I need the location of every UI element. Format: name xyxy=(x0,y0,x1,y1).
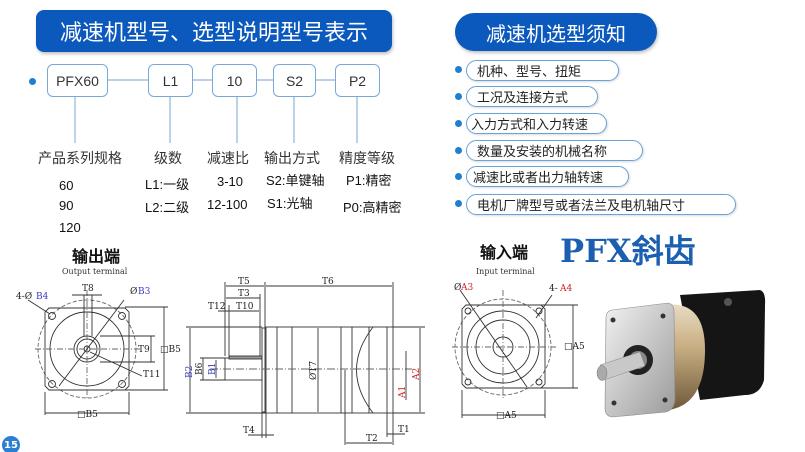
label-a5-right: □A5 xyxy=(564,342,585,352)
label-dia-prefix: Ø xyxy=(130,286,137,297)
selection-notes-banner: 减速机选型须知 xyxy=(455,13,657,51)
ratio-value: 12-100 xyxy=(207,197,248,212)
label-t1: T1 xyxy=(398,425,410,435)
output-view-title: 输出端 xyxy=(72,247,120,266)
side-view xyxy=(186,282,425,445)
gearbox-product-image xyxy=(596,290,766,418)
requirement-item: 数量及安装的机械名称 xyxy=(466,140,643,161)
label-b2: B2 xyxy=(185,366,195,378)
precision-value: P1:精密 xyxy=(346,173,392,188)
label-a4: A4 xyxy=(559,284,572,294)
label-a5-bottom: □A5 xyxy=(496,411,517,421)
label-t8: T8 xyxy=(82,284,94,294)
label-t11: T11 xyxy=(143,370,160,380)
input-view-subtitle: Input terminal xyxy=(476,267,535,276)
requirement-item: 入力方式和入力转速 xyxy=(466,113,607,134)
label-b6: B6 xyxy=(195,362,205,375)
label-a3-prefix: Ø xyxy=(454,282,461,293)
bullet-dot xyxy=(455,147,462,154)
bullet-dot xyxy=(455,120,462,127)
label-b4: B4 xyxy=(36,292,49,302)
output-value: S1:光轴 xyxy=(267,196,313,211)
category-series: 产品系列规格 xyxy=(38,151,122,167)
category-output: 输出方式 xyxy=(264,151,320,167)
banner-title: 减速机选型须知 xyxy=(486,21,626,46)
category-precision: 精度等级 xyxy=(339,151,395,167)
label-t7: ØT7 xyxy=(308,361,319,380)
input-view-title: 输入端 xyxy=(480,243,528,262)
output-view-subtitle: Output terminal xyxy=(62,267,128,276)
code-box-series: PFX60 xyxy=(47,64,108,97)
page-number-badge: 15 xyxy=(2,436,20,452)
code-box-ratio: 10 xyxy=(212,64,257,97)
code-box-output: S2 xyxy=(273,64,316,97)
label-t12: T12 xyxy=(208,302,225,312)
label-b5-right: □B5 xyxy=(160,345,181,355)
code-box-stage: L1 xyxy=(148,64,193,97)
label-b3: B3 xyxy=(138,287,151,297)
label-t6: T6 xyxy=(322,277,334,287)
code-connector-lines xyxy=(74,79,358,143)
model-designation-banner: 减速机型号、选型说明型号表示 xyxy=(36,10,392,52)
series-value: 60 xyxy=(59,178,74,193)
label-a3: A3 xyxy=(460,283,473,293)
label-t4: T4 xyxy=(243,426,255,436)
bullet-dot xyxy=(455,173,462,180)
label-holes-prefix: 4-Ø xyxy=(16,291,32,302)
label-b5-bottom: □B5 xyxy=(77,410,98,420)
label-b1: B1 xyxy=(208,363,218,375)
bullet-dot xyxy=(455,66,462,73)
label-t9: T9 xyxy=(138,345,150,355)
requirement-item: 减速比或者出力轴转速 xyxy=(466,166,629,187)
series-value: 120 xyxy=(59,220,81,235)
requirement-item: 工况及连接方式 xyxy=(466,86,598,107)
bullet-dot xyxy=(455,93,462,100)
label-t3: T3 xyxy=(238,289,250,299)
precision-value: P0:高精密 xyxy=(343,200,402,215)
label-a1: A1 xyxy=(398,386,408,399)
label-a4-prefix: 4- xyxy=(549,284,558,294)
series-value: 90 xyxy=(59,198,74,213)
requirement-item: 电机厂牌型号或者法兰及电机轴尺寸 xyxy=(466,194,736,215)
label-t10: T10 xyxy=(236,302,254,312)
category-ratio: 减速比 xyxy=(207,151,249,167)
bullet-dot xyxy=(455,200,462,207)
banner-title: 减速机型号、选型说明型号表示 xyxy=(59,21,368,46)
stage-value: L1:一级 xyxy=(145,177,190,192)
label-a2: A2 xyxy=(412,368,422,381)
label-t5: T5 xyxy=(238,277,250,287)
category-stage: 级数 xyxy=(154,151,182,167)
output-value: S2:单键轴 xyxy=(266,173,325,188)
requirement-item: 机种、型号、扭矩 xyxy=(466,60,619,81)
stage-value: L2:二级 xyxy=(145,200,190,215)
label-t2: T2 xyxy=(366,434,378,444)
bullet-dot xyxy=(29,78,36,85)
page-number: 15 xyxy=(4,439,18,451)
ratio-value: 3-10 xyxy=(217,174,244,189)
product-title: PFX斜齿 xyxy=(560,232,696,270)
input-front-view xyxy=(452,289,578,418)
code-box-precision: P2 xyxy=(335,64,380,97)
output-front-view xyxy=(27,290,168,415)
